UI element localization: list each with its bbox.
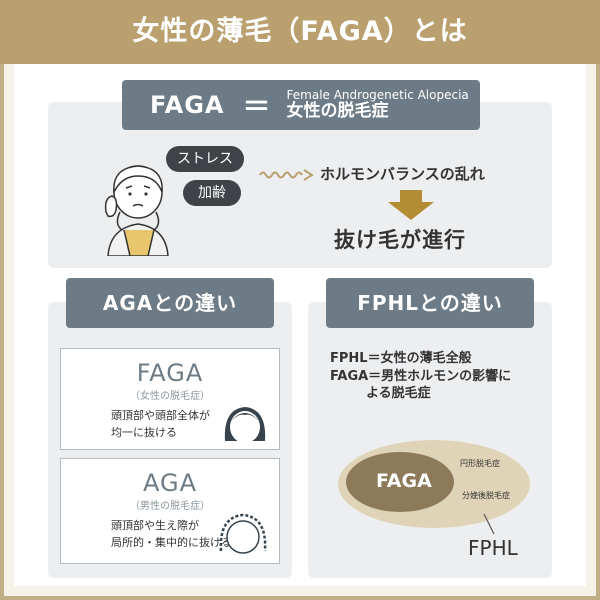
page-title: 女性の薄毛（FAGA）とは [0,0,600,64]
aga-desc-line2: 局所的・集中的に抜ける [111,536,232,550]
faga-desc-line1: 頭頂部や頭部全体が [111,409,210,422]
definition-japanese: 女性の脱毛症 [286,101,389,122]
aga-card-subtitle: （男性の脱毛症） [130,501,210,512]
wavy-arrow-icon [259,169,314,181]
aga-desc-line1: 頭頂部や生え際が [111,519,199,532]
fphl-line1: FPHL＝女性の薄毛全般 [330,351,472,366]
circular-alopecia-label: 円形脱毛症 [460,459,500,468]
definition-full: Female Androgenetic Alopecia 女性の脱毛症 [286,88,469,122]
faga-card-subtitle: （女性の脱毛症） [130,391,210,402]
faga-inner-ellipse [346,452,454,512]
cause-bubble-aging: 加齢 [183,180,241,206]
cause-effect-text: ホルモンバランスの乱れ [320,165,485,183]
aga-card-title: AGA [142,469,197,497]
down-arrow-icon [388,190,434,220]
woman-illustration [104,165,169,256]
fphl-heading: FPHLとの違い [326,278,534,328]
faga-card-description: 頭頂部や頭部全体が 均一に抜ける [111,407,210,441]
aga-card: AGA （男性の脱毛症） 頭頂部や生え際が 局所的・集中的に抜ける [60,458,280,564]
result-text: 抜け毛が進行 [334,228,466,252]
postpartum-alopecia-label: 分娩後脱毛症 [462,491,510,500]
definition-equals: ＝ [242,90,271,123]
definition-abbr: FAGA [150,91,225,119]
fphl-line3: よる脱毛症 [366,386,431,402]
aga-card-description: 頭頂部や生え際が 局所的・集中的に抜ける [111,517,232,551]
fphl-outer-label: FPHL [468,536,518,560]
fphl-venn-diagram [338,440,530,535]
definition-box: FAGA ＝ Female Androgenetic Alopecia 女性の脱… [122,80,480,130]
female-hair-icon [224,407,266,443]
faga-ellipse-label: FAGA [376,470,432,492]
aga-heading: AGAとの違い [66,278,274,328]
fphl-explanation: FPHL＝女性の薄毛全般 FAGA＝男性ホルモンの影響に よる脱毛症 [330,350,511,403]
fphl-line2: FAGA＝男性ホルモンの影響に [330,368,512,384]
fphl-panel [308,302,552,578]
definition-english: Female Androgenetic Alopecia [286,88,469,103]
male-hair-icon [219,513,267,554]
faga-card-title: FAGA [136,359,204,387]
faga-card: FAGA （女性の脱毛症） 頭頂部や頭部全体が 均一に抜ける [60,348,280,450]
faga-desc-line2: 均一に抜ける [111,426,177,440]
cause-bubble-stress: ストレス [166,146,244,172]
